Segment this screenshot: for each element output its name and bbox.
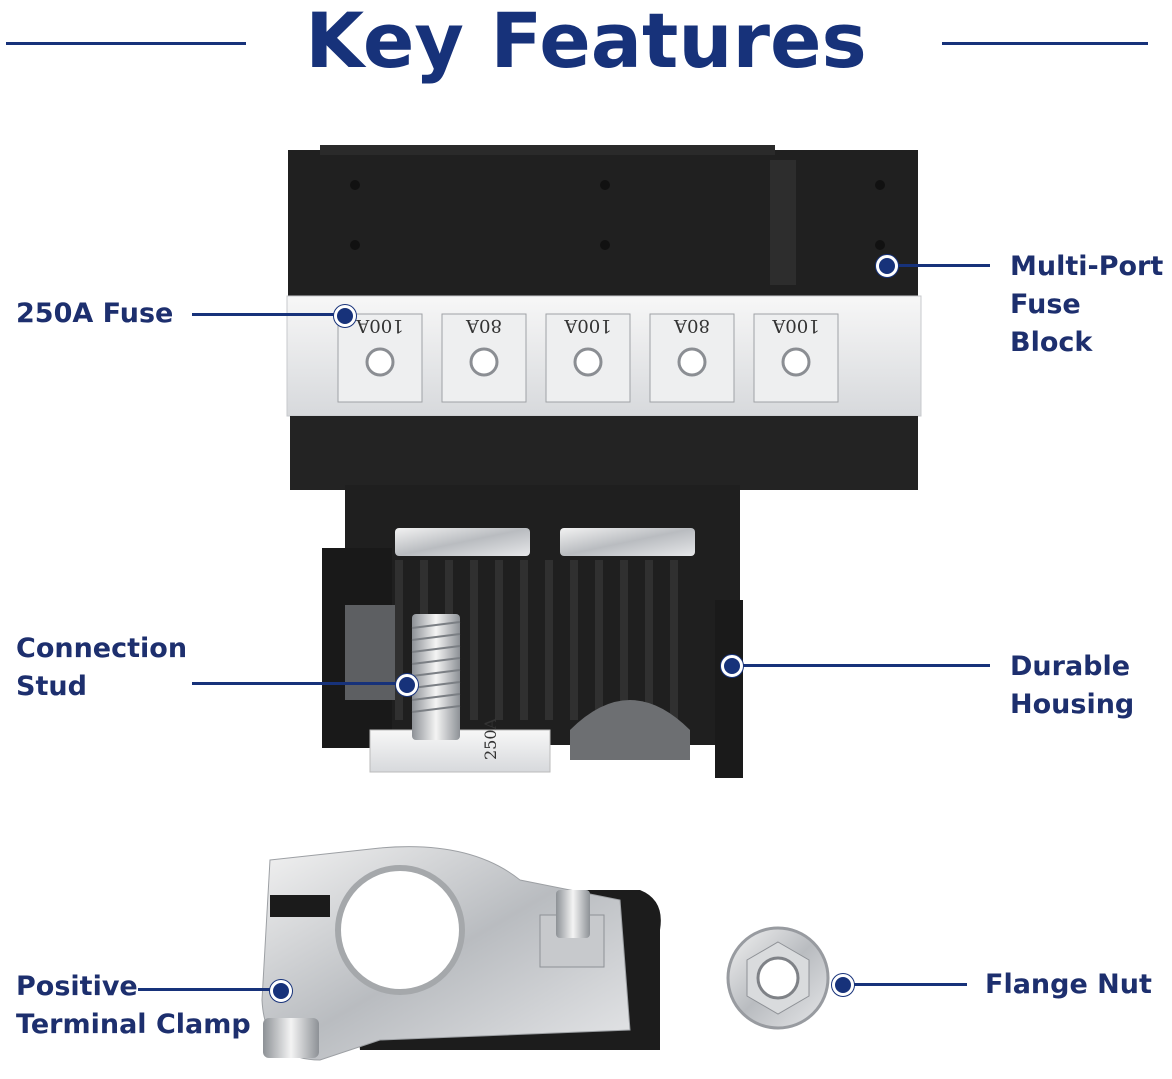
main-fuse-rating: 250A bbox=[481, 717, 500, 760]
fuse-2: 100A bbox=[545, 313, 631, 403]
fuse-row: 100A 80A 100A 80A 100A bbox=[337, 313, 839, 403]
marker-positive-terminal-clamp bbox=[270, 980, 292, 1002]
fuse-block-housing bbox=[288, 145, 918, 300]
fuse-0: 100A bbox=[337, 313, 423, 403]
fuse-block-lower-housing bbox=[290, 416, 918, 778]
fuse-4: 100A bbox=[753, 313, 839, 403]
title-rule-left bbox=[6, 42, 246, 45]
page-title: Key Features bbox=[305, 0, 867, 85]
fuse-rating: 80A bbox=[465, 315, 502, 336]
fuse-terminal bbox=[365, 347, 395, 377]
leader-durable-housing bbox=[735, 664, 990, 667]
fuse-1: 80A bbox=[441, 313, 527, 403]
marker-250a-fuse bbox=[334, 305, 356, 327]
marker-durable-housing bbox=[721, 655, 743, 677]
leader-connection-stud bbox=[192, 682, 402, 685]
label-connection-stud: Connection Stud bbox=[16, 633, 188, 702]
fuse-rating: 100A bbox=[563, 315, 611, 336]
title-rule-right bbox=[942, 42, 1148, 45]
label-250a-fuse: 250A Fuse bbox=[16, 298, 174, 329]
fuse-terminal bbox=[677, 347, 707, 377]
leader-multi-port-fuse-block bbox=[890, 264, 990, 267]
marker-connection-stud bbox=[396, 674, 418, 696]
fuse-terminal bbox=[469, 347, 499, 377]
flange-nut bbox=[726, 926, 830, 1030]
marker-multi-port-fuse-block bbox=[876, 255, 898, 277]
label-flange-nut: Flange Nut bbox=[985, 969, 1152, 1000]
leader-positive-terminal-clamp bbox=[138, 988, 278, 991]
label-durable-housing: Durable Housing bbox=[1010, 651, 1135, 720]
main-fuse: 250A bbox=[369, 717, 551, 773]
marker-flange-nut bbox=[832, 974, 854, 996]
fuse-cover: 100A 80A 100A 80A 100A bbox=[286, 295, 922, 417]
fuse-rating: 100A bbox=[771, 315, 819, 336]
terminal-clamp bbox=[261, 846, 661, 1061]
fuse-rating: 80A bbox=[673, 315, 710, 336]
connection-stud bbox=[411, 614, 461, 740]
leader-250a-fuse bbox=[192, 313, 342, 316]
fuse-terminal bbox=[573, 347, 603, 377]
fuse-terminal bbox=[781, 347, 811, 377]
fuse-rating: 100A bbox=[355, 315, 403, 336]
fuse-3: 80A bbox=[649, 313, 735, 403]
label-positive-terminal-clamp: Positive Terminal Clamp bbox=[16, 971, 251, 1040]
leader-flange-nut bbox=[845, 983, 967, 986]
label-multi-port-fuse-block: Multi-Port Fuse Block bbox=[1010, 251, 1164, 358]
